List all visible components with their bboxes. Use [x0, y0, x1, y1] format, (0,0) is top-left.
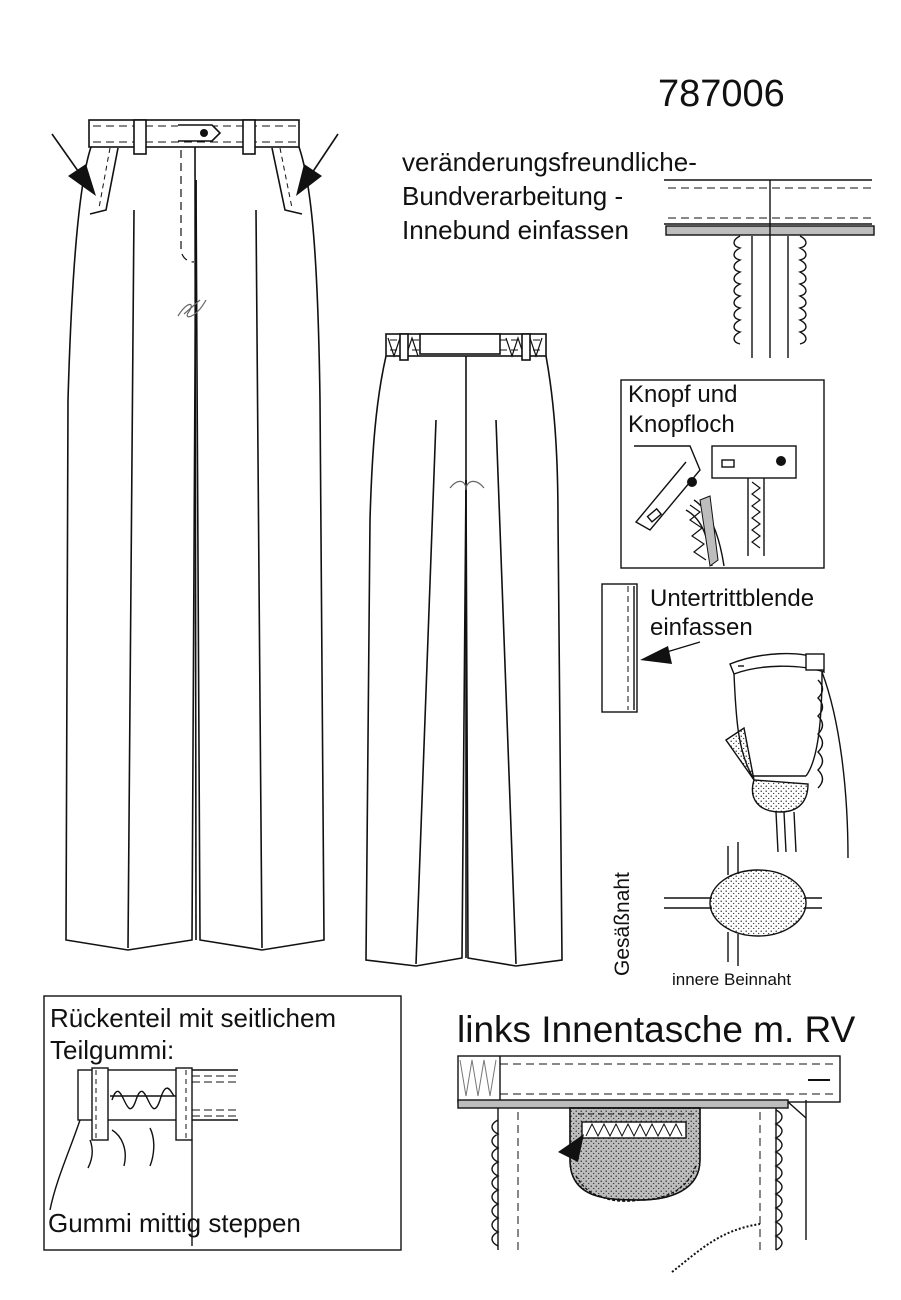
front-trouser-sketch	[65, 119, 325, 951]
back-trouser-sketch	[365, 333, 563, 967]
seam-cross-detail	[664, 842, 822, 966]
pocket-arrow-left-icon	[51, 133, 96, 196]
back-elastic-line2: Teilgummi:	[50, 1035, 175, 1065]
fly-shield-title: Untertrittblende einfassen	[650, 584, 814, 642]
button-icon	[200, 129, 208, 137]
zipper-arrow-icon	[558, 1134, 584, 1162]
waistband-title: veränderungsfreundliche- Bundverarbeitun…	[402, 145, 697, 247]
fly-shield-detail	[601, 583, 701, 713]
waistband-title-line2: Bundverarbeitung -	[402, 181, 624, 211]
button-detail-line1: Knopf und	[628, 381, 738, 408]
inner-pocket-detail	[457, 1055, 841, 1273]
fly-shield-line1: Untertrittblende	[650, 585, 815, 612]
elastic-stitch-note: Gummi mittig steppen	[48, 1208, 301, 1238]
inseam-label: innere Beinnaht	[672, 970, 792, 989]
button-detail-box	[620, 379, 825, 569]
fly-shield-line2: einfassen	[650, 614, 753, 641]
inner-pocket-title: links Innentasche m. RV	[457, 1009, 856, 1050]
button-dot-icon-2	[687, 477, 697, 487]
button-detail-title: Knopf und Knopfloch	[628, 380, 737, 440]
model-number: 787006	[658, 73, 785, 115]
back-elastic-box	[43, 995, 402, 1251]
waistband-title-line3: Innebund einfassen	[402, 215, 629, 245]
button-dot-icon	[776, 456, 786, 466]
waistband-detail	[664, 179, 875, 358]
fly-arrow-icon	[640, 646, 672, 664]
seat-seam-label: Gesäßnaht	[611, 872, 634, 976]
button-detail-line2: Knopfloch	[628, 411, 735, 438]
waistband-title-line1: veränderungsfreundliche-	[402, 147, 697, 177]
fly-front-detail	[725, 652, 849, 859]
pocket-arrow-right-icon	[296, 133, 339, 196]
back-elastic-title: Rückenteil mit seitlichem Teilgummi:	[50, 1002, 336, 1066]
back-elastic-line1: Rückenteil mit seitlichem	[50, 1003, 337, 1033]
